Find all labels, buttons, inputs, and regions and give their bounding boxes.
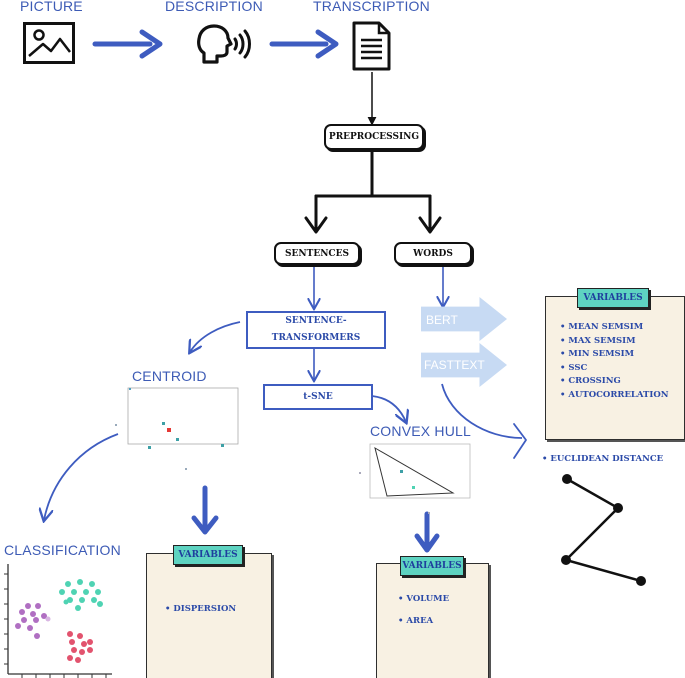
label-convex-hull: CONVEX HULL <box>370 423 472 439</box>
image-icon <box>23 22 75 64</box>
variable-item: VOLUME <box>398 588 449 610</box>
centroid-variables-list: DISPERSION <box>165 603 236 617</box>
label-transcription: TRANSCRIPTION <box>313 0 430 14</box>
arrow-picture-to-description <box>92 29 163 59</box>
words-node: WORDS <box>394 242 472 265</box>
words-variables-title: VARIABLES <box>577 288 649 308</box>
variable-item: CROSSING <box>560 375 669 389</box>
variable-item: DISPERSION <box>165 603 236 617</box>
speaking-head-icon <box>197 24 251 64</box>
arrow-to-centroid <box>190 321 241 352</box>
label-picture: PICTURE <box>20 0 83 14</box>
convex-hull-plot <box>359 443 471 514</box>
sentence-transformers-line2: TRANSFORMERS <box>271 333 361 343</box>
variable-item: AREA <box>398 610 449 632</box>
label-description: DESCRIPTION <box>165 0 263 14</box>
fasttext-label: FASTTEXT <box>424 358 485 372</box>
preprocessing-node: PREPROCESSING <box>324 124 424 150</box>
variable-item: AUTOCORRELATION <box>560 389 668 403</box>
arrow-description-to-transcription <box>269 29 339 59</box>
label-centroid: CENTROID <box>132 368 207 384</box>
sentence-transformers-line1: SENTENCE- <box>285 316 347 326</box>
hull-variables-list: VOLUME AREA <box>398 588 449 632</box>
euclidean-distance-label: • EUCLIDEAN DISTANCE <box>542 454 664 464</box>
euclidean-path-graphic <box>561 474 646 586</box>
arrow-hull-to-variables <box>414 511 440 553</box>
arrow-to-euclidean <box>441 383 523 439</box>
sentences-node: SENTENCES <box>274 242 360 265</box>
centroid-plot <box>115 387 239 470</box>
centroid-variables-title: VARIABLES <box>173 545 243 565</box>
bert-label: BERT <box>426 313 458 327</box>
variable-item: MEAN SEMSIM <box>560 321 669 335</box>
tsne-node: t-SNE <box>263 384 373 410</box>
variable-item: MIN SEMSIM <box>560 348 669 362</box>
split-connector <box>304 148 442 234</box>
arrow-to-classification <box>44 433 119 520</box>
sentence-transformers-node: SENTENCE- TRANSFORMERS <box>246 311 386 349</box>
euclidean-distance-text: EUCLIDEAN DISTANCE <box>550 454 664 464</box>
classification-scatter <box>4 564 112 678</box>
document-icon <box>352 21 391 71</box>
arrow-centroid-to-variables <box>191 485 219 535</box>
variable-item: SSC <box>560 362 669 376</box>
label-classification: CLASSIFICATION <box>4 542 121 558</box>
arrow-to-convex-hull <box>371 395 406 422</box>
words-variables-list: MEAN SEMSIM MAX SEMSIM MIN SEMSIM SSC CR… <box>560 321 669 403</box>
hull-variables-title: VARIABLES <box>400 556 464 576</box>
variable-item: MAX SEMSIM <box>560 335 669 349</box>
